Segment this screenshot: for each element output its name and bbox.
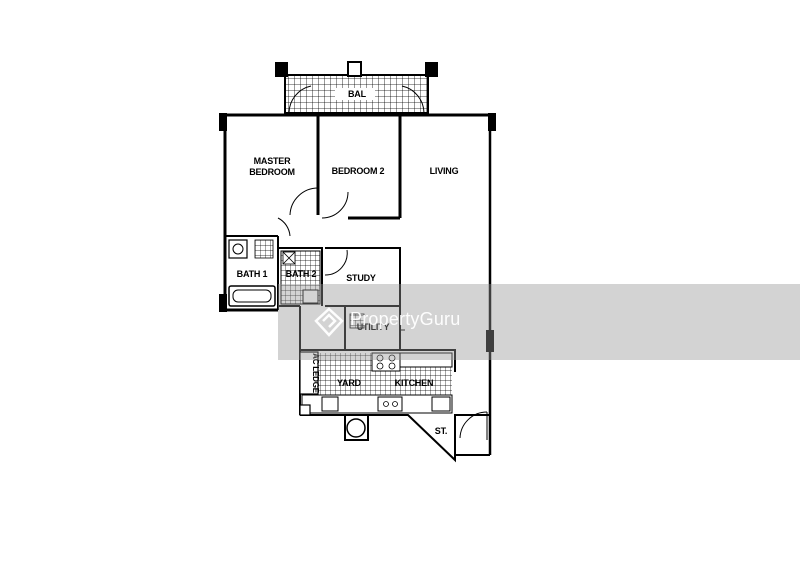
label-yard: YARD: [337, 378, 362, 388]
interior-walls: [225, 115, 456, 372]
label-master-bedroom-line1: MASTER: [254, 156, 292, 166]
watermark-band: [278, 284, 800, 360]
utility-room: [349, 313, 365, 329]
label-ac-ledge: AC LEDGE: [311, 353, 320, 394]
label-store: ST.: [435, 426, 447, 436]
yard-kitchen-floor: [299, 352, 453, 438]
exterior-walls: [223, 113, 492, 463]
label-study: STUDY: [346, 273, 376, 283]
label-bath-1: BATH 1: [237, 269, 268, 279]
label-kitchen: KITCHEN: [395, 378, 434, 388]
bath-2-fixtures: [280, 250, 321, 305]
label-utility: UTILITY: [357, 322, 390, 332]
propertyguru-logo-icon: [314, 307, 344, 337]
watermark-text: PropertyGuru: [350, 309, 461, 329]
label-bedroom-2: BEDROOM 2: [332, 166, 385, 176]
label-master-bedroom-line2: BEDROOM: [249, 167, 295, 177]
label-living: LIVING: [430, 166, 459, 176]
label-bath-2: BATH 2: [286, 269, 317, 279]
door-swings: [277, 187, 488, 440]
ac-ledge: [299, 351, 319, 395]
label-balcony: BAL: [348, 89, 367, 99]
bath-1-fixtures: [228, 239, 276, 307]
balcony: [275, 61, 438, 114]
